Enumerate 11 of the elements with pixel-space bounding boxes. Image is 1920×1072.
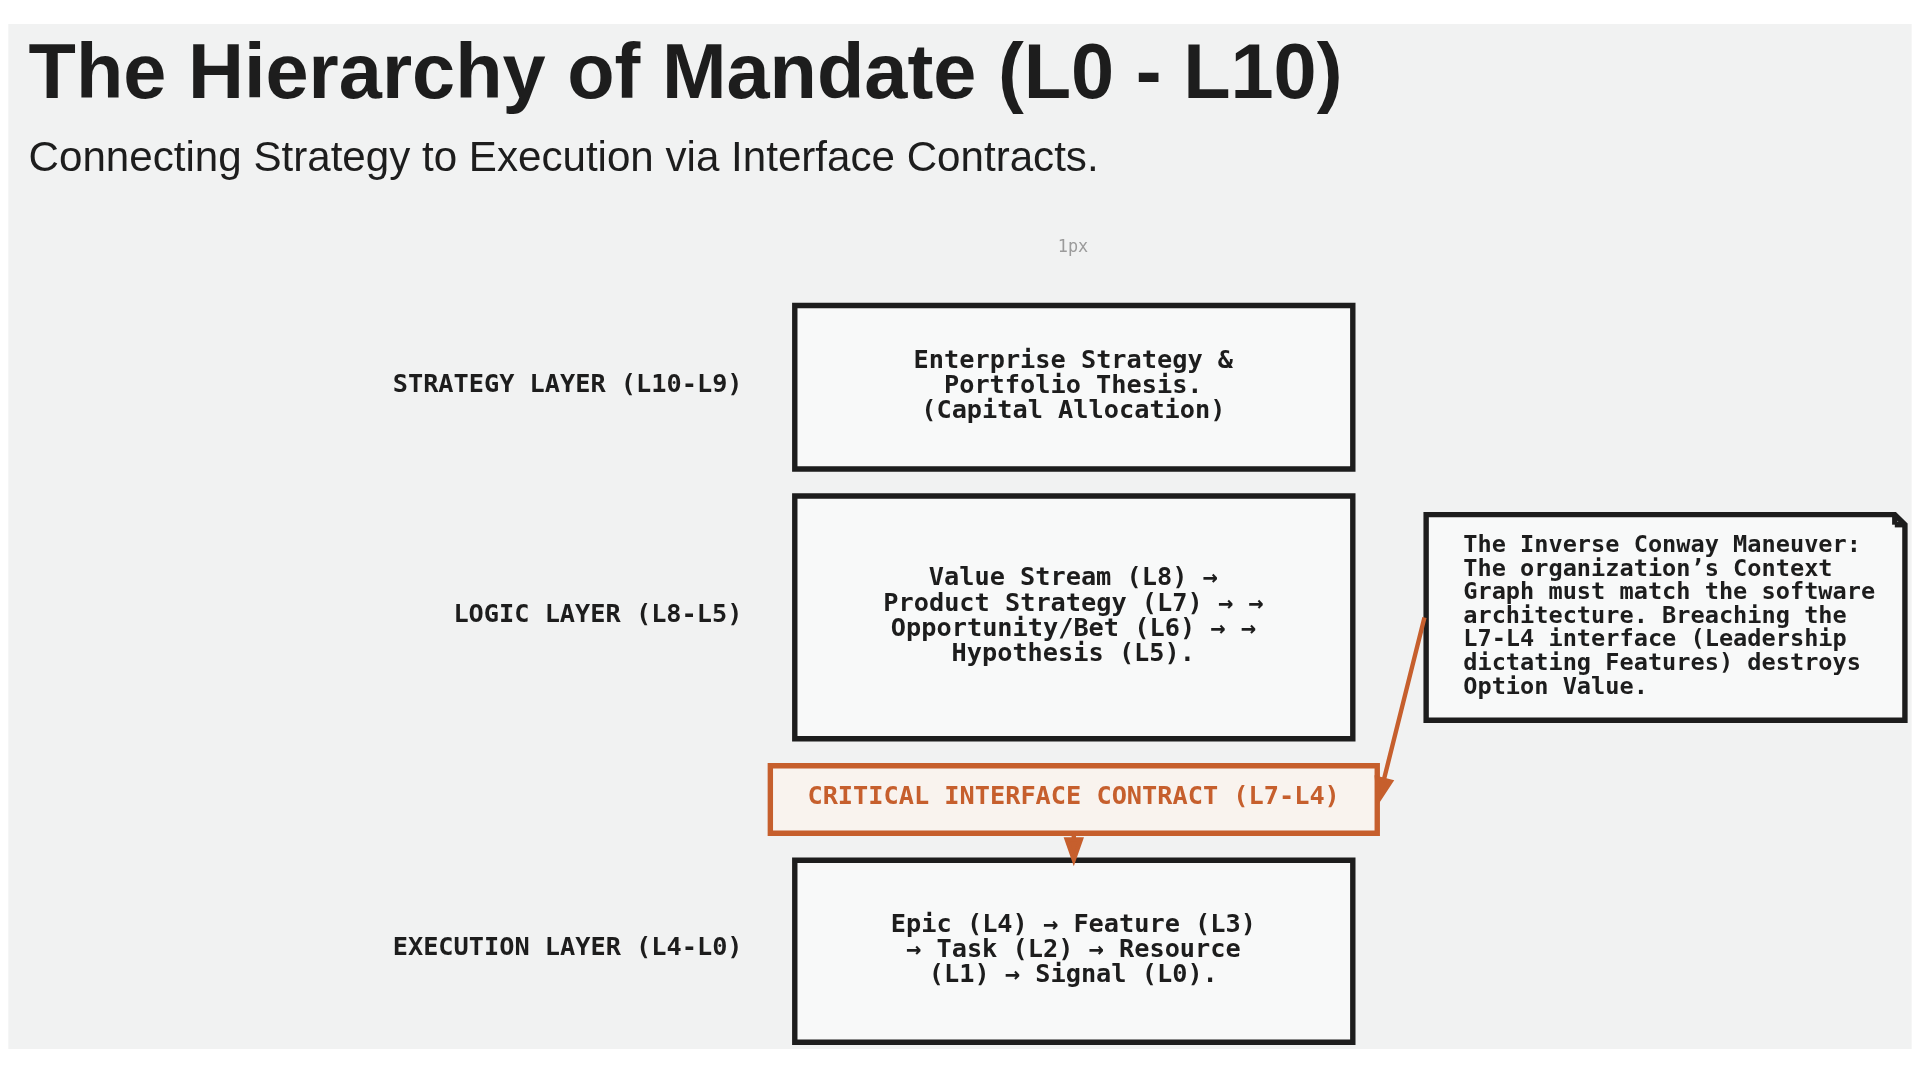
label: Connecting Strategy to Execution via Interface Contracts. [28, 132, 1099, 180]
node-box: Value Stream (L8) → Product Strategy (L7) → → Opportunity/Bet (L6) → → Hypothesis (L5). [792, 492, 1356, 741]
diagram-title: The Hierarchy of Mandate (L0 - L10) [28, 27, 1343, 114]
arrow [1374, 616, 1427, 806]
node-label: LOGIC LAYER (L8-L5) [453, 598, 743, 628]
node-box: CRITICAL INTERFACE CONTRACT (L7-L4) [767, 762, 1380, 836]
node-box: Enterprise Strategy & Portfolio Thesis. (Capital Allocation) [792, 302, 1356, 472]
node-label: EXECUTION LAYER (L4-L0) [392, 931, 743, 961]
node-box: Epic (L4) → Feature (L3) → Task (L2) → Resource (L1) → Signal (L0). [792, 857, 1356, 1045]
node-label: STRATEGY LAYER (L10-L9) [392, 368, 743, 398]
label: 1px [1057, 235, 1089, 256]
